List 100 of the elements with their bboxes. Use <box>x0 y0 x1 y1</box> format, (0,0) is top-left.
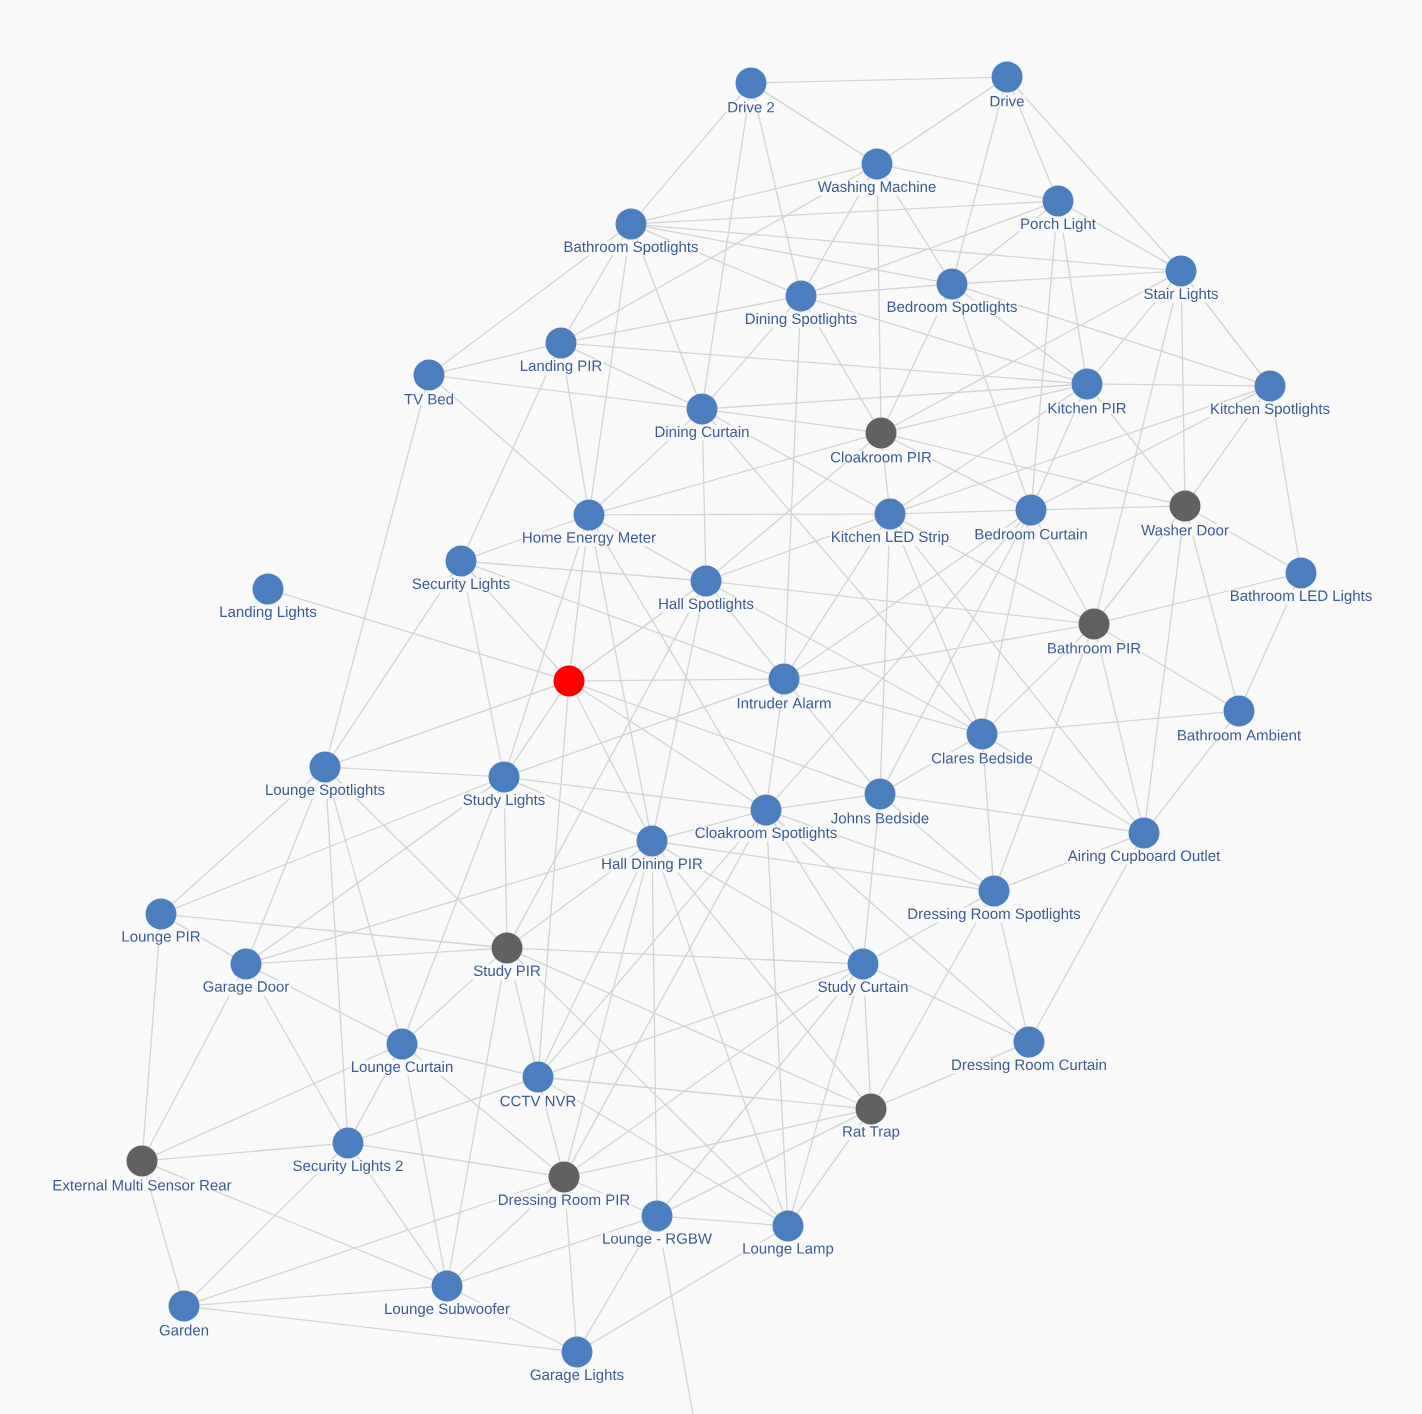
connection-line <box>753 97 799 282</box>
connection-line <box>877 903 988 1097</box>
connection-line <box>583 678 770 682</box>
connection-line <box>863 978 871 1095</box>
node-label: Study Curtain <box>816 980 910 996</box>
connection-line <box>703 97 750 395</box>
connection-line <box>339 767 490 777</box>
connection-line <box>475 561 692 581</box>
connection-line <box>891 166 1044 199</box>
connection-line <box>635 237 698 396</box>
connection-line <box>332 573 454 755</box>
connection-line <box>666 813 752 838</box>
connection-line <box>576 972 852 1169</box>
connection-line <box>257 785 493 956</box>
node-label: Hall Spotlights <box>657 597 755 613</box>
node-label: Landing Lights <box>218 605 318 621</box>
connection-line <box>984 524 1029 720</box>
connection-line <box>174 782 491 909</box>
connection-line <box>815 284 938 296</box>
node-label: Dining Spotlights <box>744 312 858 328</box>
connection-line <box>656 855 784 1213</box>
connection-line <box>1271 400 1300 559</box>
node-label: Kitchen Spotlights <box>1209 402 1331 418</box>
connection-line <box>1096 638 1142 819</box>
connection-line <box>538 695 569 1063</box>
connection-line <box>1101 383 1256 387</box>
connection-line <box>654 595 704 827</box>
connection-line <box>798 682 968 731</box>
connection-line <box>718 587 970 728</box>
connection-line <box>603 436 867 512</box>
connection-line <box>325 781 348 1129</box>
connection-line <box>645 201 1044 224</box>
connection-line <box>198 1181 550 1302</box>
connection-line <box>863 808 880 950</box>
connection-line <box>596 527 759 798</box>
connection-line <box>894 277 1168 427</box>
node-label: Garage Lights <box>529 1368 625 1384</box>
connection-line <box>508 529 585 763</box>
connection-line <box>155 1166 434 1281</box>
node-label: Security Lights 2 <box>291 1159 405 1175</box>
node-label: Dressing Room Curtain <box>950 1058 1108 1074</box>
node-label: Kitchen LED Strip <box>830 530 950 546</box>
node-label: Dressing Room Spotlights <box>906 907 1082 923</box>
connection-line <box>966 271 1167 284</box>
connection-line <box>573 171 865 336</box>
connection-line <box>798 626 1080 677</box>
connection-line <box>1180 285 1186 492</box>
connection-line <box>1152 722 1231 822</box>
connection-line <box>796 518 1019 671</box>
connection-line <box>443 376 688 408</box>
connection-line <box>260 844 638 961</box>
connection-line <box>664 848 851 957</box>
connection-line <box>570 822 760 1165</box>
connection-line <box>513 594 700 936</box>
connection-line <box>1070 208 1169 264</box>
connection-line <box>996 711 1225 734</box>
connection-line <box>1031 215 1058 496</box>
connection-line <box>575 694 646 828</box>
connection-line <box>1012 90 1053 188</box>
connection-line <box>171 776 315 905</box>
connection-line <box>1102 517 1177 613</box>
connection-line <box>645 226 938 282</box>
connection-line <box>1097 285 1178 610</box>
connection-line <box>766 824 788 1212</box>
connection-line <box>791 526 883 667</box>
connection-line <box>998 637 1090 878</box>
connection-line <box>253 976 341 1131</box>
node-label: Bathroom LED Lights <box>1229 589 1373 605</box>
node-label: Cloakroom Spotlights <box>694 826 838 842</box>
connection-line <box>259 970 389 1038</box>
connection-line <box>1016 87 1172 261</box>
connection-line <box>879 528 891 780</box>
node-circle <box>553 665 585 697</box>
connection-line <box>406 790 500 1031</box>
connection-line <box>362 1144 550 1176</box>
connection-line <box>591 529 650 827</box>
connection-line <box>251 780 320 951</box>
connection-line <box>889 84 995 157</box>
connection-line <box>886 523 1025 781</box>
connection-line <box>564 1191 577 1338</box>
connection-line <box>714 415 878 508</box>
connection-line <box>887 297 946 420</box>
connection-line <box>765 76 993 84</box>
connection-line <box>1188 520 1236 697</box>
connection-line <box>582 685 867 790</box>
connection-line <box>145 1175 181 1292</box>
connection-line <box>589 1233 776 1345</box>
node-label: Hall Dining PIR <box>600 857 704 873</box>
connection-line <box>550 1084 776 1219</box>
connection-line <box>148 977 240 1148</box>
connection-line <box>575 343 1073 384</box>
connection-line <box>1145 520 1184 819</box>
connection-line <box>547 821 757 1066</box>
connection-line <box>1037 522 1088 612</box>
node-label: Lounge Curtain <box>350 1060 454 1076</box>
connection-line <box>784 310 801 665</box>
connection-line <box>720 582 1080 623</box>
connection-line <box>716 384 1073 409</box>
connection-line <box>670 1115 858 1210</box>
connection-line <box>338 685 556 763</box>
